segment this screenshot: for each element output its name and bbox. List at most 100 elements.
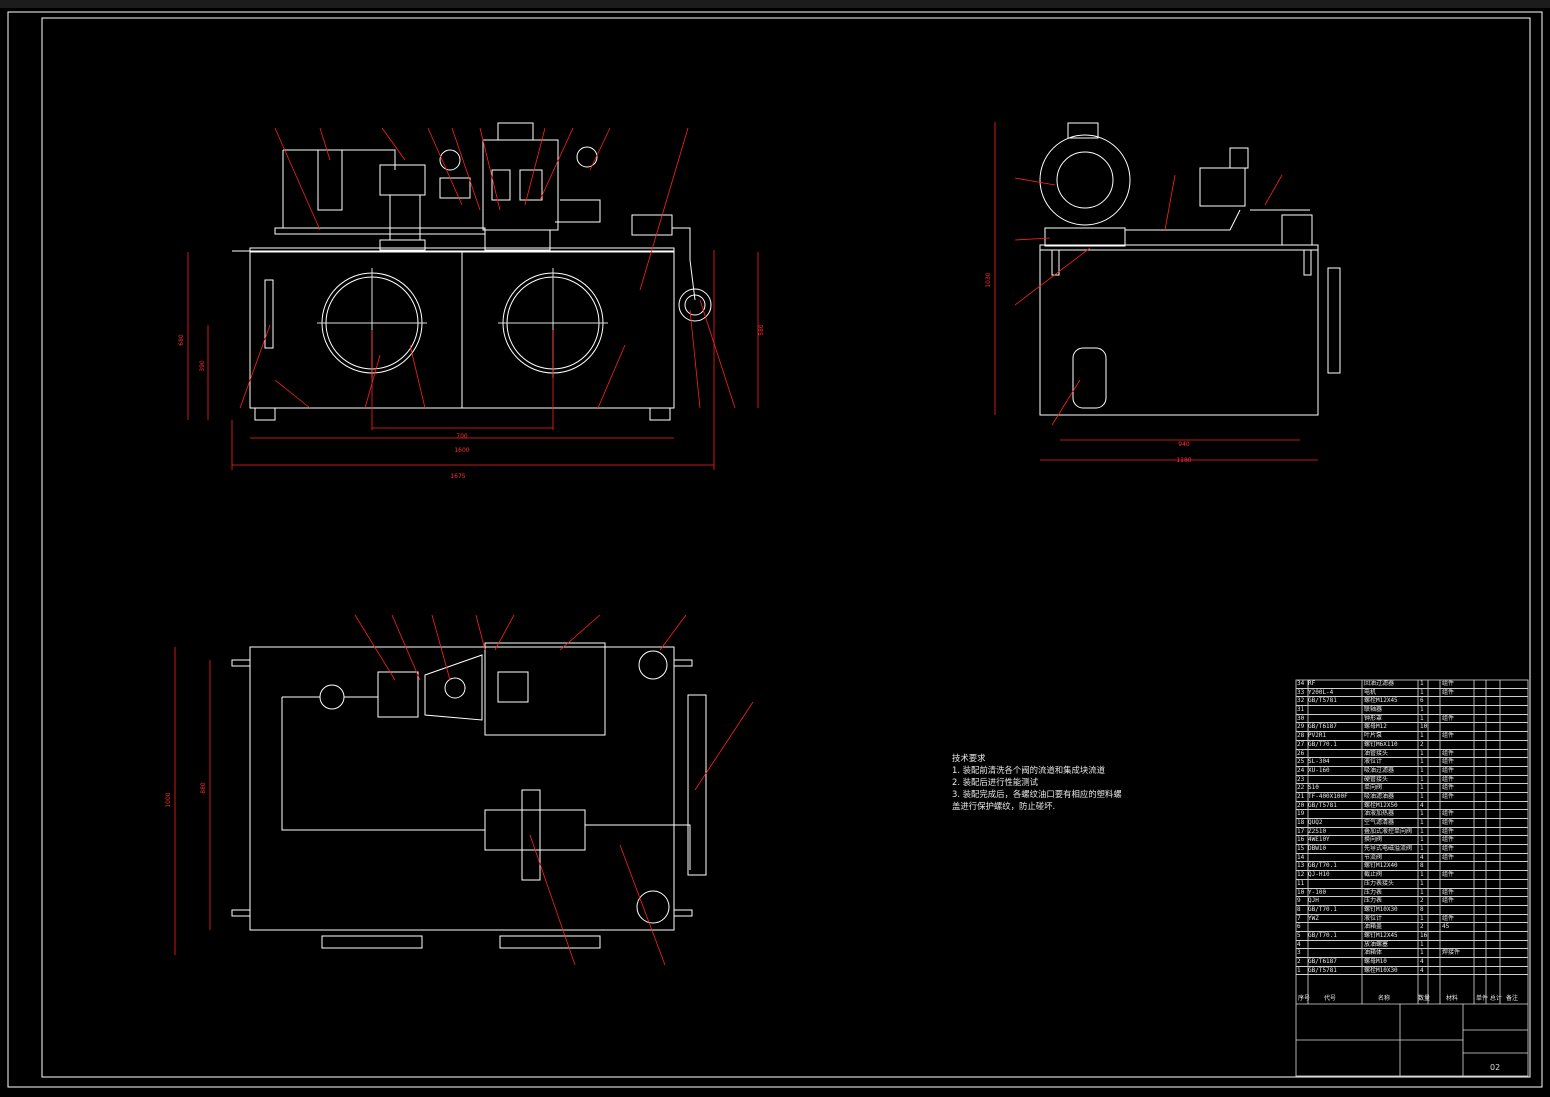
dim-label-top-depth: 1000 (165, 792, 172, 807)
bom-cell-code: QJH (1308, 897, 1319, 905)
tech-line-4: 盖进行保护螺纹，防止碰坏. (952, 801, 1056, 811)
bom-cell-qty: 1 (1420, 749, 1424, 757)
bom-cell-mat: 组件 (1442, 914, 1455, 922)
bom-cell-no: 5 (1297, 931, 1301, 939)
bom-cell-code: Y-100 (1308, 888, 1327, 896)
bom-cell-no: 15 (1297, 845, 1305, 853)
bom-cell-no: 26 (1297, 749, 1305, 757)
bom-header-no: 序号 (1298, 995, 1311, 1002)
bom-cell-qty: 10 (1420, 723, 1428, 731)
bom-cell-no: 3 (1297, 949, 1301, 957)
bom-cell-code: 4WE10Y (1308, 836, 1330, 844)
bom-cell-mat: 组件 (1442, 836, 1455, 844)
bom-cell-qty: 2 (1420, 740, 1424, 748)
bom-cell-name: 螺母M10 (1364, 958, 1387, 965)
bom-cell-code: GB/T70.1 (1308, 905, 1337, 913)
motor-body (484, 642, 606, 736)
bom-cell-mat: 组件 (1442, 758, 1455, 766)
bom-cell-name: 叶片泵 (1364, 732, 1383, 740)
bom-cell-name: 叠加式液控单向阀 (1364, 827, 1413, 835)
bom-cell-qty: 1 (1420, 949, 1424, 957)
bom-cell-code: GB/T70.1 (1308, 740, 1337, 748)
bom-cell-no: 18 (1297, 819, 1305, 826)
bom-cell-no: 11 (1297, 879, 1305, 887)
tech-line-3: 3. 装配完成后，各螺纹油口要有相应的塑料螺 (952, 789, 1122, 799)
bom-cell-name: 螺钉M6X110 (1364, 740, 1398, 748)
bom-cell-mat: 组件 (1442, 853, 1455, 861)
heater-flange (678, 288, 712, 322)
bom-cell-qty: 1 (1420, 914, 1424, 922)
bom-cell-code: RF (1308, 680, 1316, 687)
bom-cell-qty: 1 (1420, 688, 1424, 696)
bom-cell-qty: 4 (1420, 801, 1424, 809)
bom-cell-name: 液位计 (1364, 758, 1383, 766)
bom-cell-no: 34 (1297, 680, 1305, 687)
bom-cell-no: 27 (1297, 740, 1305, 748)
bom-cell-qty: 4 (1420, 853, 1424, 861)
bom-cell-no: 14 (1297, 853, 1305, 861)
bom-cell-qty: 1 (1420, 810, 1424, 818)
bom-cell-no: 13 (1297, 862, 1305, 870)
bom-cell-name: 吸油过滤器 (1364, 766, 1395, 774)
bom-cell-name: 油箱盖 (1364, 923, 1383, 931)
bom-cell-name: 螺栓M12X45 (1364, 697, 1398, 705)
bom-cell-code: YWZ (1308, 914, 1319, 922)
bom-cell-qty: 4 (1420, 958, 1424, 965)
bom-cell-name: 换向阀 (1364, 836, 1383, 844)
bom-cell-name: 压力表 (1364, 897, 1383, 905)
bom-cell-no: 16 (1297, 836, 1305, 844)
bom-cell-qty: 1 (1420, 871, 1424, 879)
bom-cell-name: 回油过滤器 (1364, 680, 1395, 687)
bom-cell-qty: 4 (1420, 966, 1424, 974)
bom-cell-mat: 45 (1442, 923, 1450, 931)
dim-label-front-width-mid: 700 (456, 433, 468, 440)
bom-cell-name: 空气滤清器 (1364, 819, 1395, 826)
tech-line-1: 1. 装配前清洗各个阀的流道和集成块流道 (952, 765, 1106, 775)
bom-cell-no: 28 (1297, 732, 1305, 740)
bom-cell-no: 30 (1297, 714, 1305, 722)
bom-cell-no: 29 (1297, 723, 1305, 731)
bom-cell-qty: 1 (1420, 732, 1424, 740)
bom-cell-no: 6 (1297, 923, 1301, 931)
bom-cell-no: 25 (1297, 758, 1305, 766)
bom-header-name: 名称 (1378, 995, 1391, 1002)
bom-cell-no: 1 (1297, 966, 1301, 974)
top-view-dims (174, 614, 754, 966)
bom-cell-code: PV2R1 (1308, 732, 1327, 740)
dim-label-front-height-right: 580 (758, 324, 765, 336)
bom-cell-no: 20 (1297, 801, 1305, 809)
bom-cell-mat: 组件 (1442, 680, 1455, 687)
bom-cell-name: 钟形罩 (1364, 714, 1383, 722)
bom-cell-no: 10 (1297, 888, 1305, 896)
bom-cell-mat: 组件 (1442, 845, 1455, 853)
bom-cell-no: 23 (1297, 775, 1305, 783)
bom-cell-code: QJ-H10 (1308, 871, 1330, 879)
bom-cell-qty: 1 (1420, 714, 1424, 722)
bom-cell-name: 油液加热器 (1364, 810, 1395, 818)
bom-cell-name: 螺钉M10X30 (1364, 905, 1398, 913)
bom-cell-code: GB/T6187 (1308, 958, 1337, 965)
dim-label-side-width-outer: 1180 (1176, 457, 1191, 464)
technical-requirements: 技术要求 1. 装配前清洗各个阀的流道和集成块流道 2. 装配后进行性能测试 3… (952, 752, 1122, 812)
bom-cell-qty: 2 (1420, 923, 1424, 931)
bom-cell-qty: 1 (1420, 766, 1424, 774)
bom-cell-no: 21 (1297, 792, 1305, 800)
dim-label-top-depth-inner: 880 (200, 782, 207, 794)
side-filter (1072, 347, 1107, 409)
sheet-number: 02 (1490, 1063, 1501, 1072)
bom-cell-no: 4 (1297, 940, 1301, 948)
bom-cell-code: GB/T5781 (1308, 801, 1337, 809)
filter-canister (317, 149, 343, 211)
bom-header-code: 代号 (1324, 995, 1337, 1002)
